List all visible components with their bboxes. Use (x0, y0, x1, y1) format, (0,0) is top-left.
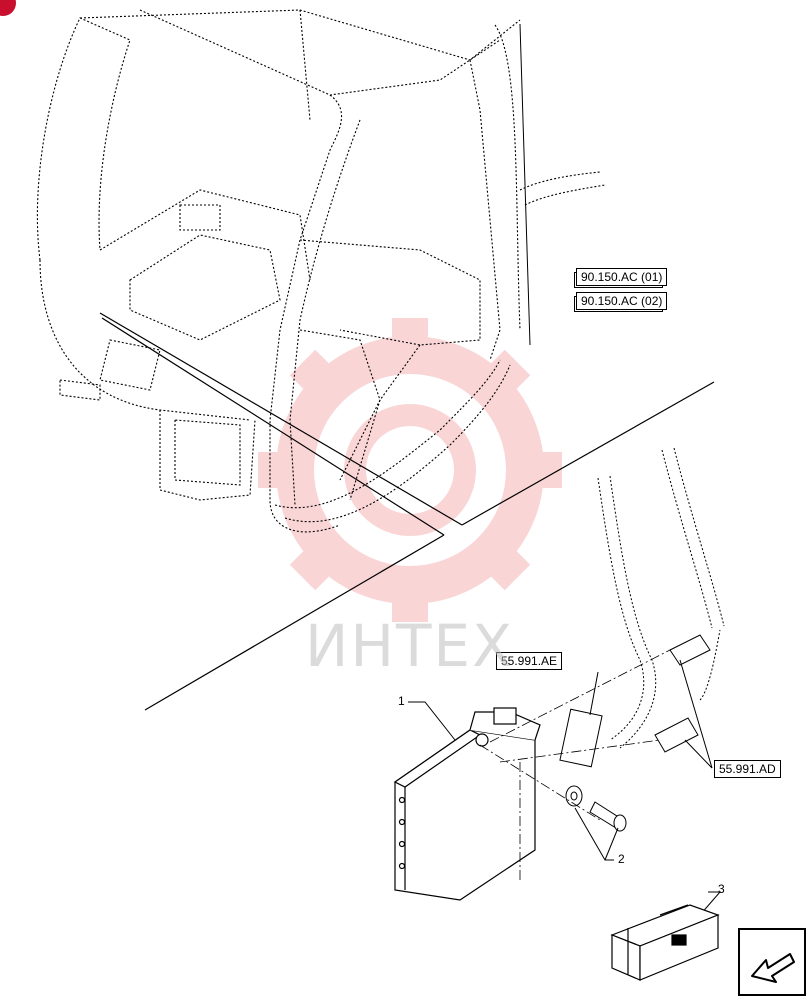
cab-frame (36, 9, 606, 533)
washer-and-bolt (565, 785, 627, 832)
callout-item-3: 3 (718, 882, 725, 896)
harness-connectors (559, 634, 711, 768)
callout-leaders (408, 23, 722, 916)
watermark-gear-icon (258, 318, 562, 622)
corner-badge (0, 0, 16, 16)
watermark-text: ИНТЕХ (305, 612, 514, 680)
callout-item-1: 1 (398, 694, 405, 708)
callout-item-2: 2 (618, 852, 625, 866)
control-module (393, 707, 541, 901)
ref-55-991-ad[interactable]: 55.991.AD (714, 760, 781, 778)
section-leader-lines (99, 312, 715, 711)
ref-90-150-ac-01[interactable]: 90.150.AC (01) (576, 268, 668, 286)
ref-90-150-ac-02[interactable]: 90.150.AC (02) (576, 292, 668, 310)
shipping-crate-icon (610, 904, 720, 981)
wire-harness (597, 447, 725, 749)
arrow-glyph (751, 953, 795, 983)
alignment-lines (479, 649, 671, 880)
ref-55-991-ae[interactable]: 55.991.AE (496, 652, 563, 670)
next-page-arrow-icon[interactable] (738, 928, 806, 996)
